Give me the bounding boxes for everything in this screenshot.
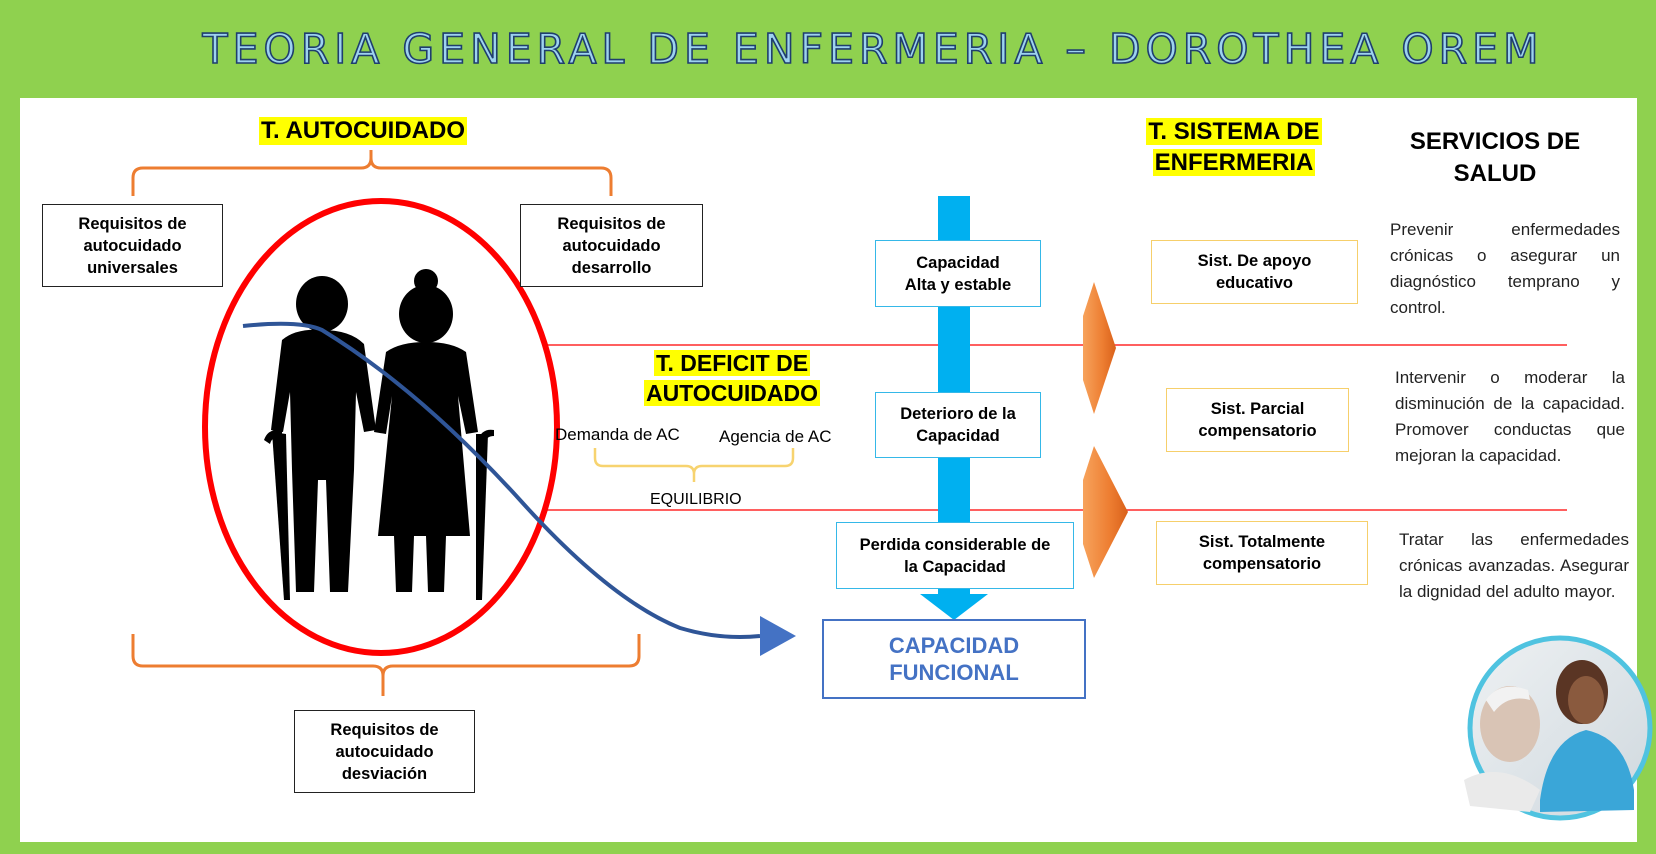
demanda-label: Demanda de AC: [555, 425, 680, 444]
orange-arrow-1: [1083, 282, 1116, 414]
sist-parcial-box: Sist. Parcial compensatorio: [1166, 388, 1349, 452]
capacidad-funcional-box: CAPACIDAD FUNCIONAL: [822, 619, 1086, 699]
servicio-desc-3: Tratar las enfermedades crónicas avanzad…: [1399, 530, 1629, 601]
elderly-couple-icon: [264, 269, 494, 600]
title-bar: TEORIA GENERAL DE ENFERMERIA – DOROTHEA …: [0, 0, 1656, 98]
sist-apoyo-box: Sist. De apoyo educativo: [1151, 240, 1358, 304]
perdida-box: Perdida considerable de la Capacidad: [836, 522, 1074, 589]
page-title: TEORIA GENERAL DE ENFERMERIA – DOROTHEA …: [202, 24, 1544, 74]
deficit-heading-wrap: T. DEFICIT DE AUTOCUIDADO: [632, 348, 832, 408]
req-desarrollo-box: Requisitos de autocuidado desarrollo: [520, 204, 703, 287]
decline-curve-arrowhead: [760, 616, 796, 656]
orange-arrow-2: [1083, 446, 1128, 578]
agencia-label: Agencia de AC: [719, 427, 832, 446]
deterioro-box: Deterioro de la Capacidad: [875, 392, 1041, 458]
sist-total-box: Sist. Totalmente compensatorio: [1156, 521, 1368, 585]
bottom-brace: [131, 634, 641, 696]
capacity-arrow-head: [920, 594, 988, 620]
req-desviacion-box: Requisitos de autocuidado desviación: [294, 710, 475, 793]
equilibrio-brace: [593, 448, 795, 482]
req-universales-box: Requisitos de autocuidado universales: [42, 204, 223, 287]
servicio-desc-2: Intervenir o moderar la disminución de l…: [1395, 368, 1625, 465]
servicio-desc-1: Prevenir enfermedades crónicas o asegura…: [1390, 220, 1620, 317]
decline-curve: [242, 321, 761, 639]
capacidad-alta-box: Capacidad Alta y estable: [875, 240, 1041, 307]
nurse-photo-icon: [1464, 635, 1653, 821]
equilibrio-label: EQUILIBRIO: [650, 491, 742, 508]
sistema-heading: T. SISTEMA DE ENFERMERIA: [1146, 118, 1322, 176]
deficit-heading: T. DEFICIT DE AUTOCUIDADO: [643, 350, 821, 406]
sistema-heading-wrap: T. SISTEMA DE ENFERMERIA: [1133, 116, 1335, 178]
servicios-heading: SERVICIOS DE SALUD: [1409, 128, 1581, 187]
top-brace: [131, 150, 613, 196]
capacidad-funcional-label: CAPACIDAD FUNCIONAL: [888, 633, 1020, 685]
autocuidado-heading: T. AUTOCUIDADO: [259, 117, 467, 145]
